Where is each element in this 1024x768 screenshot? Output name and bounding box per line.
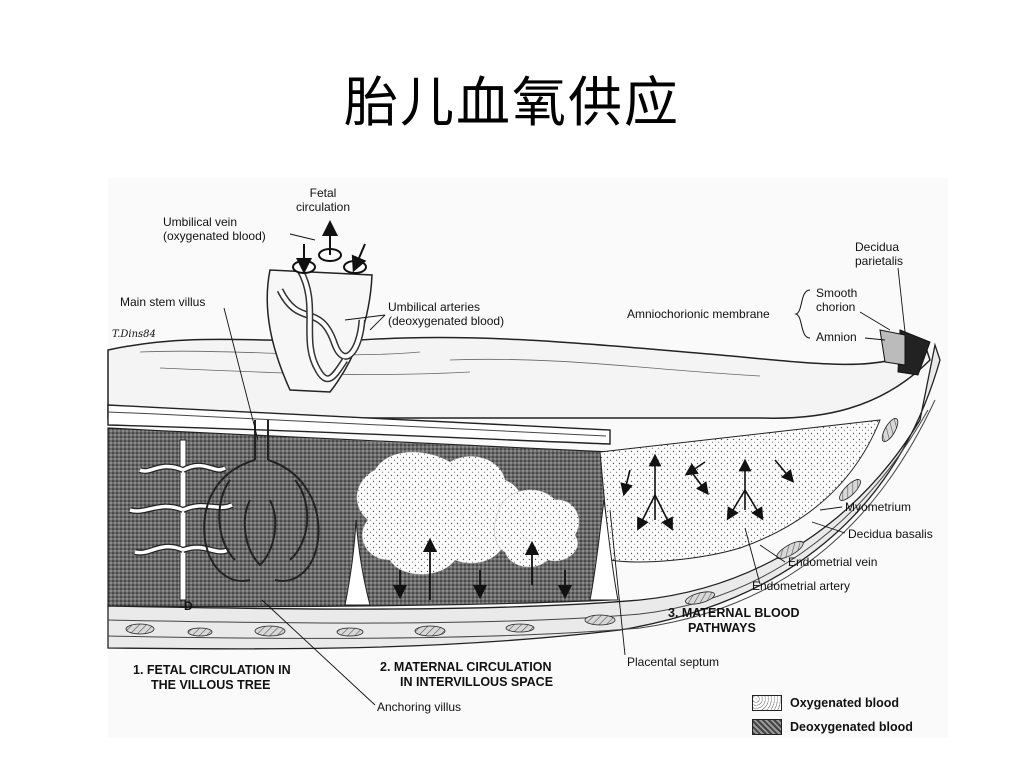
marker-d: D bbox=[184, 599, 193, 613]
label-endometrial-vein: Endometrial vein bbox=[788, 555, 878, 569]
label-endometrial-artery: Endometrial artery bbox=[752, 579, 851, 593]
slide-title: 胎儿血氧供应 bbox=[344, 71, 680, 134]
legend-swatch-oxygenated bbox=[752, 695, 782, 711]
label-amnion: Amnion bbox=[816, 330, 857, 344]
label-decidua-basalis: Decidua basalis bbox=[848, 527, 933, 541]
label-umbilical-vein: Umbilical vein(oxygenated blood) bbox=[163, 215, 266, 243]
label-anchoring-villus: Anchoring villus bbox=[377, 700, 462, 714]
legend-label-oxygenated: Oxygenated blood bbox=[790, 696, 900, 710]
label-umbilical-arteries: Umbilical arteries(deoxygenated blood) bbox=[388, 300, 505, 328]
legend-label-deoxygenated: Deoxygenated blood bbox=[790, 720, 913, 734]
artist-signature: T.Dins84 bbox=[112, 329, 156, 340]
legend-swatch-deoxygenated bbox=[752, 719, 782, 735]
label-main-stem-villus: Main stem villus bbox=[120, 295, 206, 309]
label-amniochorionic-membrane: Amniochorionic membrane bbox=[627, 307, 770, 321]
label-placental-septum: Placental septum bbox=[627, 655, 720, 669]
label-myometrium: Myometrium bbox=[845, 500, 912, 514]
